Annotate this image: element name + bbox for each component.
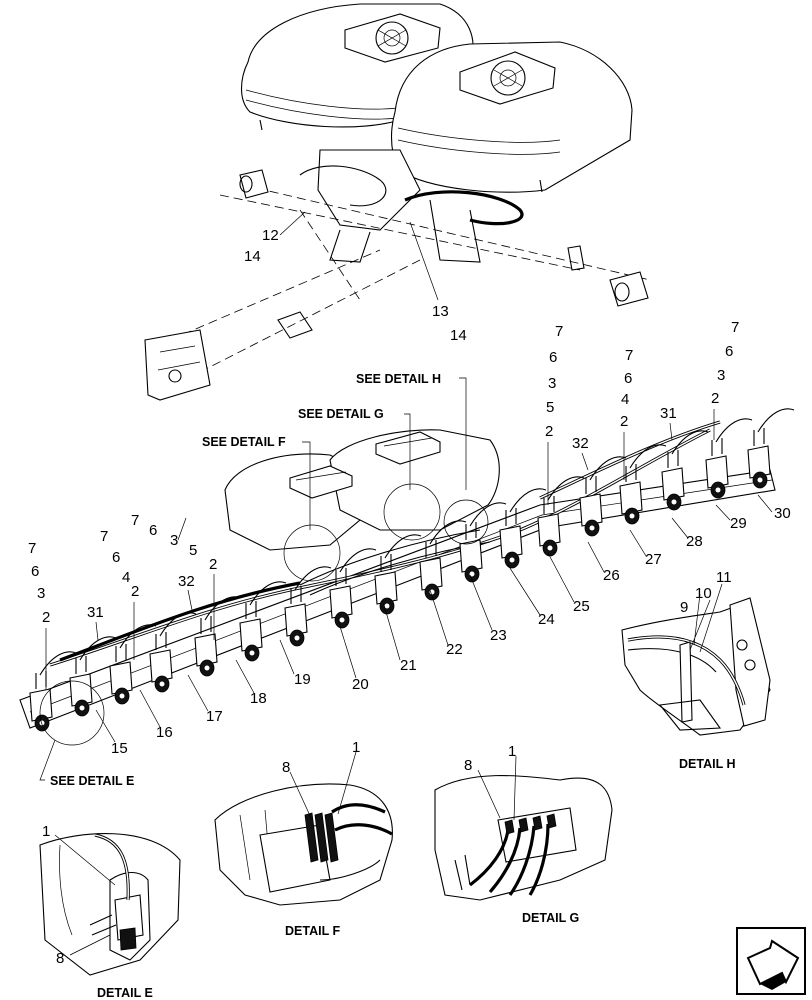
callout-15: 15 bbox=[111, 740, 128, 757]
see-detail-e-label: SEE DETAIL E bbox=[50, 774, 134, 788]
callout-6-r2: 6 bbox=[624, 370, 632, 387]
row-unit bbox=[619, 444, 667, 525]
callout-8-detail-e: 8 bbox=[56, 950, 64, 967]
row-unit bbox=[661, 430, 709, 511]
callout-21: 21 bbox=[400, 657, 417, 674]
see-detail-f-label: SEE DETAIL F bbox=[202, 435, 286, 449]
callout-8-detail-g: 8 bbox=[464, 757, 472, 774]
callout-32-left: 32 bbox=[178, 573, 195, 590]
callout-7-l1: 7 bbox=[28, 540, 36, 557]
row-unit bbox=[419, 520, 467, 601]
callout-12: 12 bbox=[262, 227, 279, 244]
callout-5-r1: 5 bbox=[546, 399, 554, 416]
detail-f-caption: DETAIL F bbox=[285, 924, 340, 938]
detail-f-illustration: 8 1 bbox=[214, 739, 393, 906]
row-unit bbox=[239, 581, 287, 662]
callout-2-r3: 2 bbox=[711, 390, 719, 407]
callout-28: 28 bbox=[686, 533, 703, 550]
callout-27: 27 bbox=[645, 551, 662, 568]
top-callouts: 12 14 13 14 bbox=[244, 211, 467, 344]
callout-23: 23 bbox=[490, 627, 507, 644]
next-page-arrow-icon[interactable] bbox=[736, 927, 806, 995]
callout-13: 13 bbox=[432, 303, 449, 320]
callout-22: 22 bbox=[446, 641, 463, 658]
callout-30: 30 bbox=[774, 505, 791, 522]
callout-7-r1: 7 bbox=[555, 323, 563, 340]
callout-26: 26 bbox=[603, 567, 620, 584]
row-unit bbox=[329, 548, 377, 629]
row-unit bbox=[705, 418, 753, 499]
row-unit bbox=[109, 624, 157, 705]
toolbar-callouts: SEE DETAIL H SEE DETAIL G SEE DETAIL F S… bbox=[28, 319, 791, 788]
callout-1-detail-f: 1 bbox=[352, 739, 360, 756]
callout-3-l3: 3 bbox=[170, 532, 178, 549]
callout-2-l2: 2 bbox=[131, 583, 139, 600]
callout-6-l3: 6 bbox=[149, 522, 157, 539]
callout-20: 20 bbox=[352, 676, 369, 693]
callout-18: 18 bbox=[250, 690, 267, 707]
callout-4-r2: 4 bbox=[621, 391, 629, 408]
detail-e-caption: DETAIL E bbox=[97, 986, 153, 1000]
callout-9: 9 bbox=[680, 599, 688, 616]
callout-2-l1: 2 bbox=[42, 609, 50, 626]
callout-17: 17 bbox=[206, 708, 223, 725]
callout-16: 16 bbox=[156, 724, 173, 741]
detail-g-caption: DETAIL G bbox=[522, 911, 579, 925]
callout-2-l4: 2 bbox=[209, 556, 217, 573]
callout-6-r1: 6 bbox=[549, 349, 557, 366]
callout-14: 14 bbox=[244, 248, 261, 265]
row-unit bbox=[284, 566, 332, 647]
row-unit bbox=[747, 408, 795, 489]
callout-24: 24 bbox=[538, 611, 555, 628]
callout-1-detail-g: 1 bbox=[508, 743, 516, 760]
toolbar-assembly bbox=[19, 420, 776, 729]
callout-4-l2: 4 bbox=[122, 569, 130, 586]
see-detail-h-label: SEE DETAIL H bbox=[356, 372, 441, 386]
row-units bbox=[29, 408, 795, 732]
detail-h-illustration: 9 10 11 bbox=[621, 569, 771, 736]
callout-7-l3: 7 bbox=[131, 512, 139, 529]
top-hopper-assembly bbox=[144, 3, 651, 401]
callout-6-r3: 6 bbox=[725, 343, 733, 360]
callout-10: 10 bbox=[695, 585, 712, 602]
row-unit bbox=[537, 476, 585, 557]
row-unit bbox=[69, 636, 117, 717]
callout-5-l3: 5 bbox=[189, 542, 197, 559]
row-unit bbox=[374, 534, 422, 615]
callout-7-r2: 7 bbox=[625, 347, 633, 364]
callout-3-r1: 3 bbox=[548, 375, 556, 392]
callout-6-l2: 6 bbox=[112, 549, 120, 566]
callout-2-r2: 2 bbox=[620, 413, 628, 430]
callout-8-detail-f: 8 bbox=[282, 759, 290, 776]
callout-2-r1: 2 bbox=[545, 423, 553, 440]
callout-3-r3: 3 bbox=[717, 367, 725, 384]
row-unit bbox=[194, 596, 242, 677]
callout-6-l1: 6 bbox=[31, 563, 39, 580]
callout-19: 19 bbox=[294, 671, 311, 688]
detail-e-illustration: 1 8 bbox=[39, 823, 181, 976]
row-unit bbox=[149, 612, 197, 693]
callout-31-left: 31 bbox=[87, 604, 104, 621]
callout-14-second: 14 bbox=[450, 327, 467, 344]
see-detail-g-label: SEE DETAIL G bbox=[298, 407, 384, 421]
callout-31-right: 31 bbox=[660, 405, 677, 422]
detail-h-caption: DETAIL H bbox=[679, 757, 735, 771]
callout-32-right: 32 bbox=[572, 435, 589, 452]
detail-g-illustration: 8 1 bbox=[434, 743, 613, 901]
callout-1-detail-e: 1 bbox=[42, 823, 50, 840]
callout-7-l2: 7 bbox=[100, 528, 108, 545]
row-unit bbox=[499, 488, 547, 569]
callout-7-r3: 7 bbox=[731, 319, 739, 336]
row-unit bbox=[579, 456, 627, 537]
callout-3-l1: 3 bbox=[37, 585, 45, 602]
callout-11: 11 bbox=[716, 569, 732, 586]
row-unit bbox=[459, 502, 507, 583]
callout-29: 29 bbox=[730, 515, 747, 532]
callout-25: 25 bbox=[573, 598, 590, 615]
